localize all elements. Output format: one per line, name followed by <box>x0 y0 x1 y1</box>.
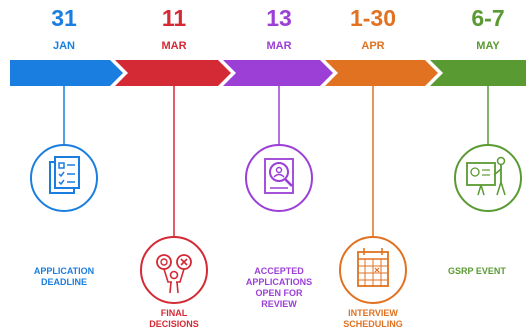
milestone-label-final-decisions: FINAL DECISIONS <box>149 308 199 329</box>
timeline-segment-apr <box>325 60 438 86</box>
milestone-month-may: MAY <box>476 40 500 52</box>
milestone-date-mar-13: 13 <box>266 5 292 31</box>
milestone-label-interview-scheduling: INTERVIEW SCHEDULING <box>343 308 403 329</box>
decision-person-icon <box>140 236 208 304</box>
checklist-icon <box>30 144 98 212</box>
timeline-segment-mar-1 <box>115 60 231 86</box>
timeline-segment-jan <box>10 60 123 86</box>
milestone-month-mar-13: MAR <box>266 40 292 52</box>
milestone-month-jan: JAN <box>52 40 75 52</box>
milestone-date-may: 6-7 <box>471 5 505 31</box>
milestone-month-mar-11: MAR <box>161 40 187 52</box>
calendar-icon <box>339 236 407 304</box>
milestone-date-jan: 31 <box>51 5 77 31</box>
milestone-label-accepted-applications: ACCEPTED APPLICATIONS OPEN FOR REVIEW <box>245 266 313 309</box>
milestone-date-apr: 1-30 <box>349 5 397 31</box>
milestone-label-gsrp-event: GSRP EVENT <box>448 266 506 276</box>
milestone-month-apr: APR <box>361 40 385 52</box>
presentation-icon <box>454 144 522 212</box>
milestone-label-application-deadline: APPLICATION DEADLINE <box>33 266 95 287</box>
timeline-segment-may <box>430 60 526 86</box>
milestone-date-mar-11: 11 <box>161 5 187 31</box>
document-search-icon <box>245 144 313 212</box>
timeline-segment-mar-2 <box>223 60 333 86</box>
